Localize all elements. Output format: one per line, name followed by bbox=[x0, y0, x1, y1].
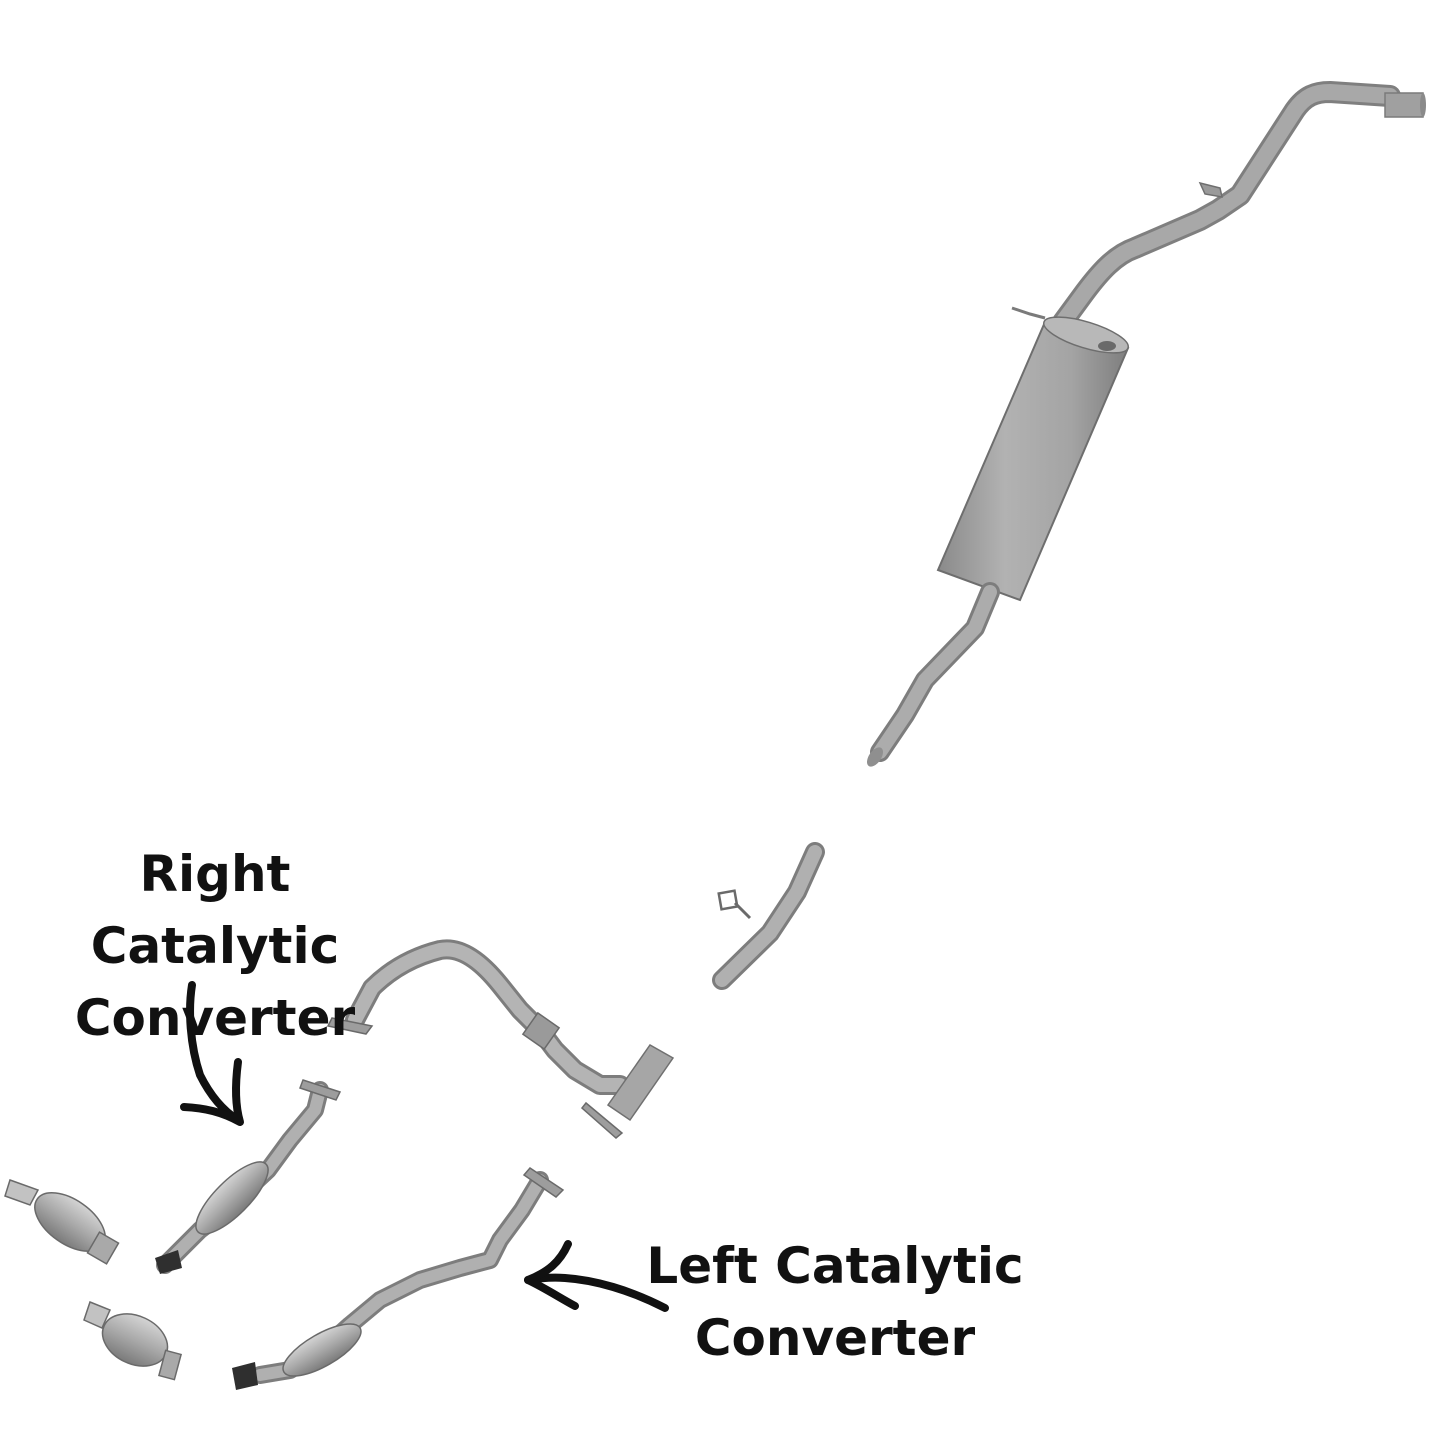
right-label-line-1: Right Catalytic bbox=[90, 845, 340, 975]
y-pipe bbox=[326, 939, 675, 1139]
muffler-inlet-pipe bbox=[867, 582, 1000, 767]
intermediate-pipe bbox=[712, 842, 825, 990]
right-catalytic-converter bbox=[155, 1079, 342, 1274]
tailpipe bbox=[1011, 81, 1426, 333]
right-converter-arrow bbox=[180, 981, 244, 1126]
right-catalytic-converter-label: Right Catalytic Converter bbox=[10, 838, 420, 1054]
right-label-line-2: Converter bbox=[74, 989, 356, 1047]
right-manifold-converter bbox=[4, 1179, 120, 1265]
left-label-line-1: Left Catalytic bbox=[646, 1237, 1024, 1295]
muffler bbox=[936, 316, 1130, 602]
left-catalytic-converter-label: Left Catalytic Converter bbox=[640, 1230, 1030, 1374]
left-label-line-2: Converter bbox=[694, 1309, 976, 1367]
left-catalytic-converter bbox=[232, 1167, 565, 1390]
left-manifold-converter bbox=[83, 1301, 183, 1381]
left-converter-arrow bbox=[524, 1240, 669, 1312]
